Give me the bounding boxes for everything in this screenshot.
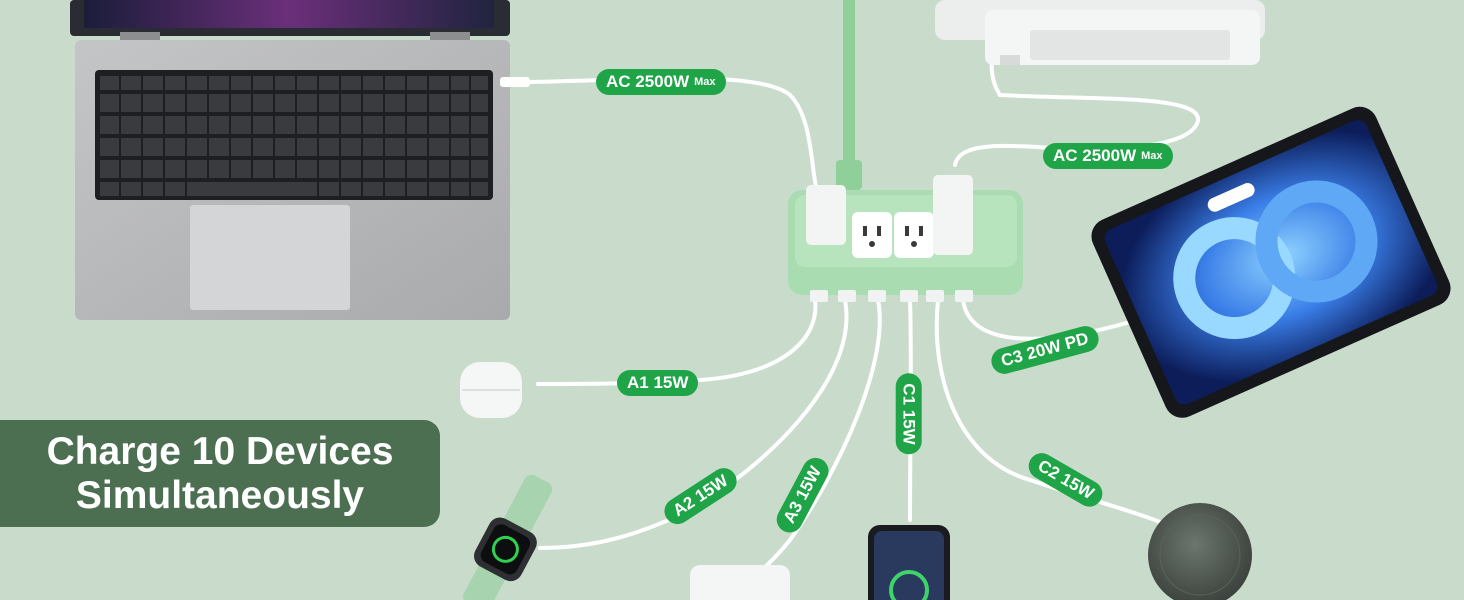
power-strip [788, 175, 1023, 302]
label-c1-text: C1 15W [899, 383, 919, 445]
label-ac-left: AC 2500W Max [596, 69, 726, 95]
label-a1: A1 15W [617, 370, 699, 396]
laptop [70, 0, 530, 320]
smartphone [868, 525, 950, 600]
power-cord [836, 0, 862, 190]
speaker [1148, 503, 1252, 600]
label-ac-left-suffix: Max [694, 76, 716, 88]
headline-line-1: Charge 10 Devices [46, 429, 394, 473]
label-c1: C1 15W [895, 373, 922, 455]
label-ac-left-text: AC 2500W [606, 72, 690, 91]
label-ac-right: AC 2500W Max [1043, 143, 1173, 169]
printer [935, 0, 1265, 65]
headline-line-2: Simultaneously [75, 473, 365, 517]
label-a1-text: A1 15W [627, 373, 689, 392]
earbuds-case [460, 362, 522, 418]
label-ac-right-text: AC 2500W [1053, 146, 1137, 165]
power-bank [690, 565, 790, 600]
label-ac-right-suffix: Max [1141, 150, 1163, 162]
smartwatch [463, 474, 553, 600]
headline-banner: Charge 10 Devices Simultaneously [0, 420, 440, 527]
tablet [1091, 106, 1451, 418]
